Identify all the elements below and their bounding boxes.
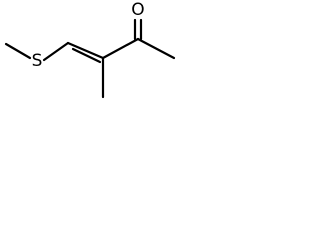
structural-formula: S O bbox=[4, 0, 176, 99]
atom-oxygen-label: O bbox=[131, 0, 144, 20]
bond-alkene-carbonyl bbox=[101, 37, 140, 60]
bond-vinyl-double-inner bbox=[71, 47, 102, 64]
bond-methyl-sulfur bbox=[4, 42, 32, 60]
bond-sulfur-vinyl-carbon bbox=[42, 41, 70, 62]
bond-carbonyl-methyl bbox=[136, 37, 176, 60]
bond-vinyl-double-outer bbox=[66, 41, 105, 60]
atom-sulfur-label: S bbox=[32, 51, 43, 71]
